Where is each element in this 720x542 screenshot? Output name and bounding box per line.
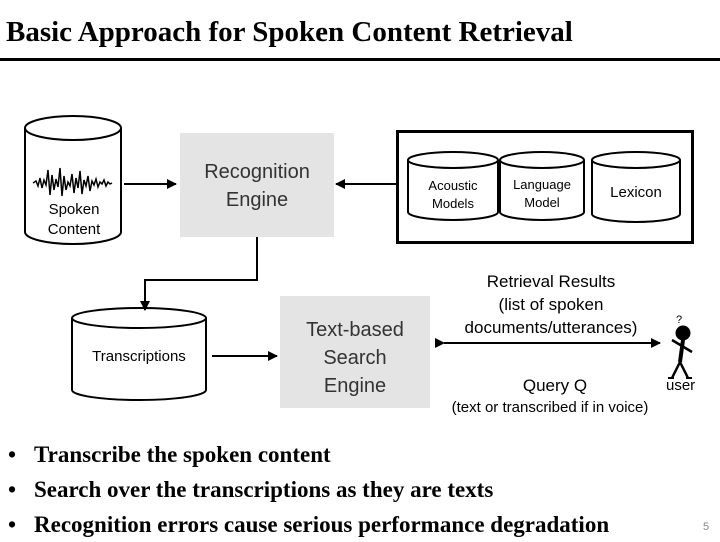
recognition-to-transcriptions-arrow [140,237,258,311]
spoken-content-label: Spoken Content [47,201,101,238]
bullet-item: • Search over the transcriptions as they… [8,472,609,507]
language-model-label: Language Model [513,177,571,210]
bullet-text: Recognition errors cause serious perform… [34,511,610,537]
bullet-item: • Recognition errors cause serious perfo… [8,507,609,542]
transcriptions-label: Transcriptions [92,348,186,365]
recognition-engine-box [180,133,334,237]
recognition-engine-label: Recognition Engine [204,161,310,211]
search-engine-label: Text-based Search Engine [306,319,404,397]
acoustic-models-label: Acoustic Models [428,178,478,211]
page-number: 5 [703,521,710,533]
title-divider [0,58,720,61]
bullet-text: Search over the transcriptions as they a… [34,476,494,502]
bullet-symbol: • [8,476,17,502]
slide-title: Basic Approach for Spoken Content Retrie… [6,16,573,48]
waveform-icon [32,167,113,197]
query-note: (text or transcribed if in voice) [451,399,649,416]
user-label: user [666,377,696,394]
bullet-symbol: • [8,511,17,537]
user-figure-icon [668,325,693,379]
query-label: Query Q [522,376,588,395]
retrieval-results-label: Retrieval Results (list of spoken docume… [464,272,638,337]
transcriptions-database [71,307,207,401]
lexicon-label: Lexicon [610,184,662,201]
bullet-text: Transcribe the spoken content [34,441,331,467]
search-engine-box [280,296,430,408]
bullet-list: • Transcribe the spoken content • Search… [8,437,609,542]
user-question-mark: ? [676,314,683,326]
bullet-symbol: • [8,441,17,467]
bullet-item: • Transcribe the spoken content [8,437,609,472]
